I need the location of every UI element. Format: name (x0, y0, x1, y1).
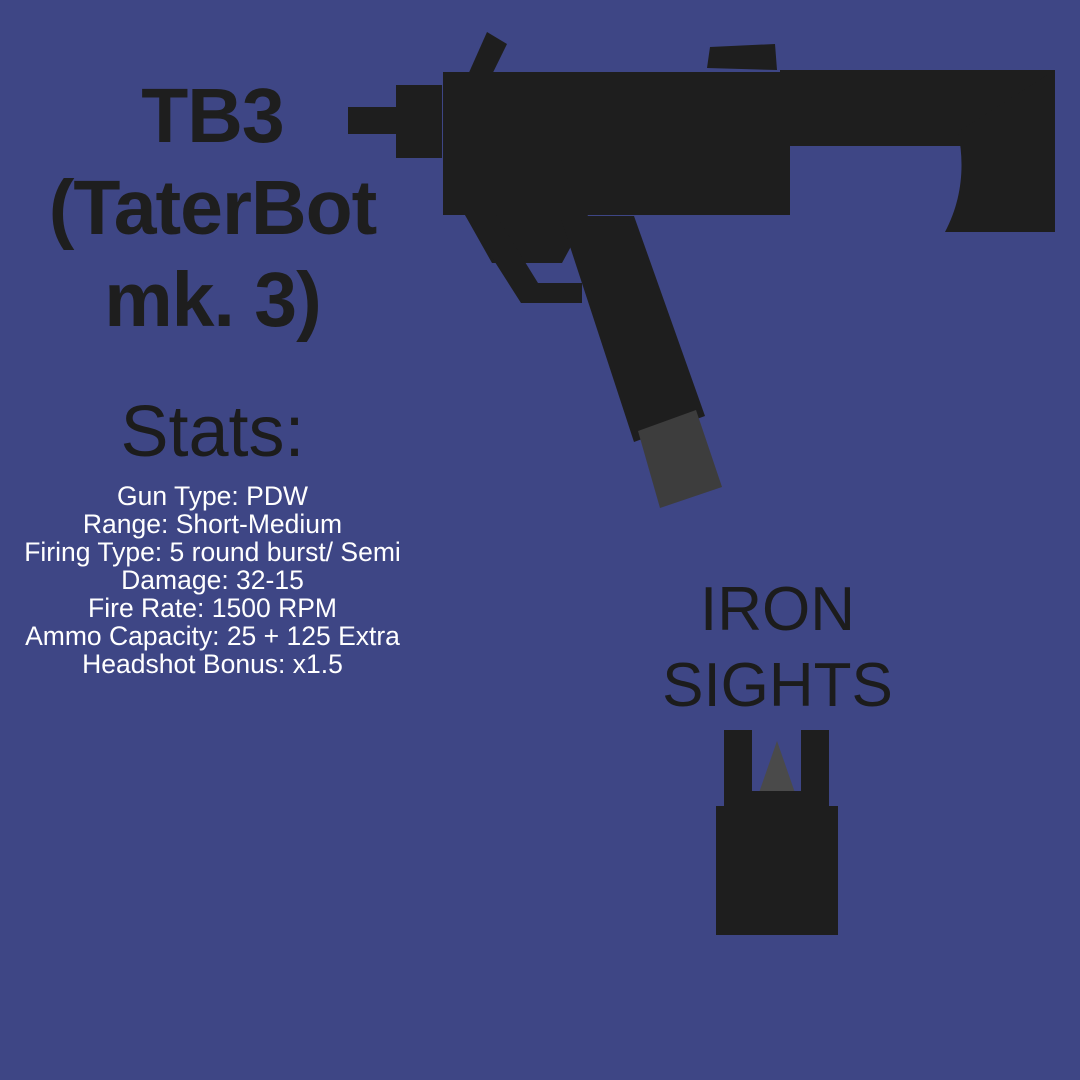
stat-line-gun-type: Gun Type: PDW (117, 481, 308, 511)
stat-line-range: Range: Short-Medium (82, 509, 343, 539)
iron-sights-label-line-2: SIGHTS (662, 651, 893, 720)
stat-line-ammo-capacity: Ammo Capacity: 25 + 125 Extra (25, 621, 400, 651)
stat-line-headshot-bonus: Headshot Bonus: x1.5 (82, 649, 343, 679)
sight-base-icon (716, 806, 838, 935)
gun-butt-plate-icon (945, 70, 1055, 232)
gun-rear-sight-block-icon (707, 44, 777, 70)
stats-heading: Stats: (120, 392, 305, 472)
stat-line-damage: Damage: 32-15 (121, 565, 304, 595)
gun-receiver-icon (443, 72, 790, 263)
title-line-3: mk. 3) (104, 257, 322, 343)
gun-magazine-baseplate-icon (638, 410, 722, 508)
weapon-title: TB3 (TaterBot mk. 3) (0, 70, 425, 346)
gun-charging-handle-icon (463, 32, 507, 97)
sight-front-post-icon (753, 741, 801, 810)
title-line-2: (TaterBot (48, 165, 378, 251)
gun-stock-rail-icon (780, 70, 1055, 146)
gun-magazine-icon (560, 216, 705, 442)
iron-sights-label: IRON SIGHTS (595, 572, 960, 724)
stat-line-firing-type: Firing Type: 5 round burst/ Semi (24, 537, 401, 567)
stats-list: Gun Type: PDW Range: Short-Medium Firing… (0, 482, 425, 678)
title-line-1: TB3 (141, 73, 284, 159)
sight-left-post-icon (724, 730, 752, 816)
sight-shoulder-icon (724, 791, 829, 816)
iron-sights-label-line-1: IRON (700, 575, 855, 644)
sight-right-post-icon (801, 730, 829, 816)
stat-line-fire-rate: Fire Rate: 1500 RPM (88, 593, 337, 623)
gun-trigger-guard-icon (465, 215, 582, 303)
